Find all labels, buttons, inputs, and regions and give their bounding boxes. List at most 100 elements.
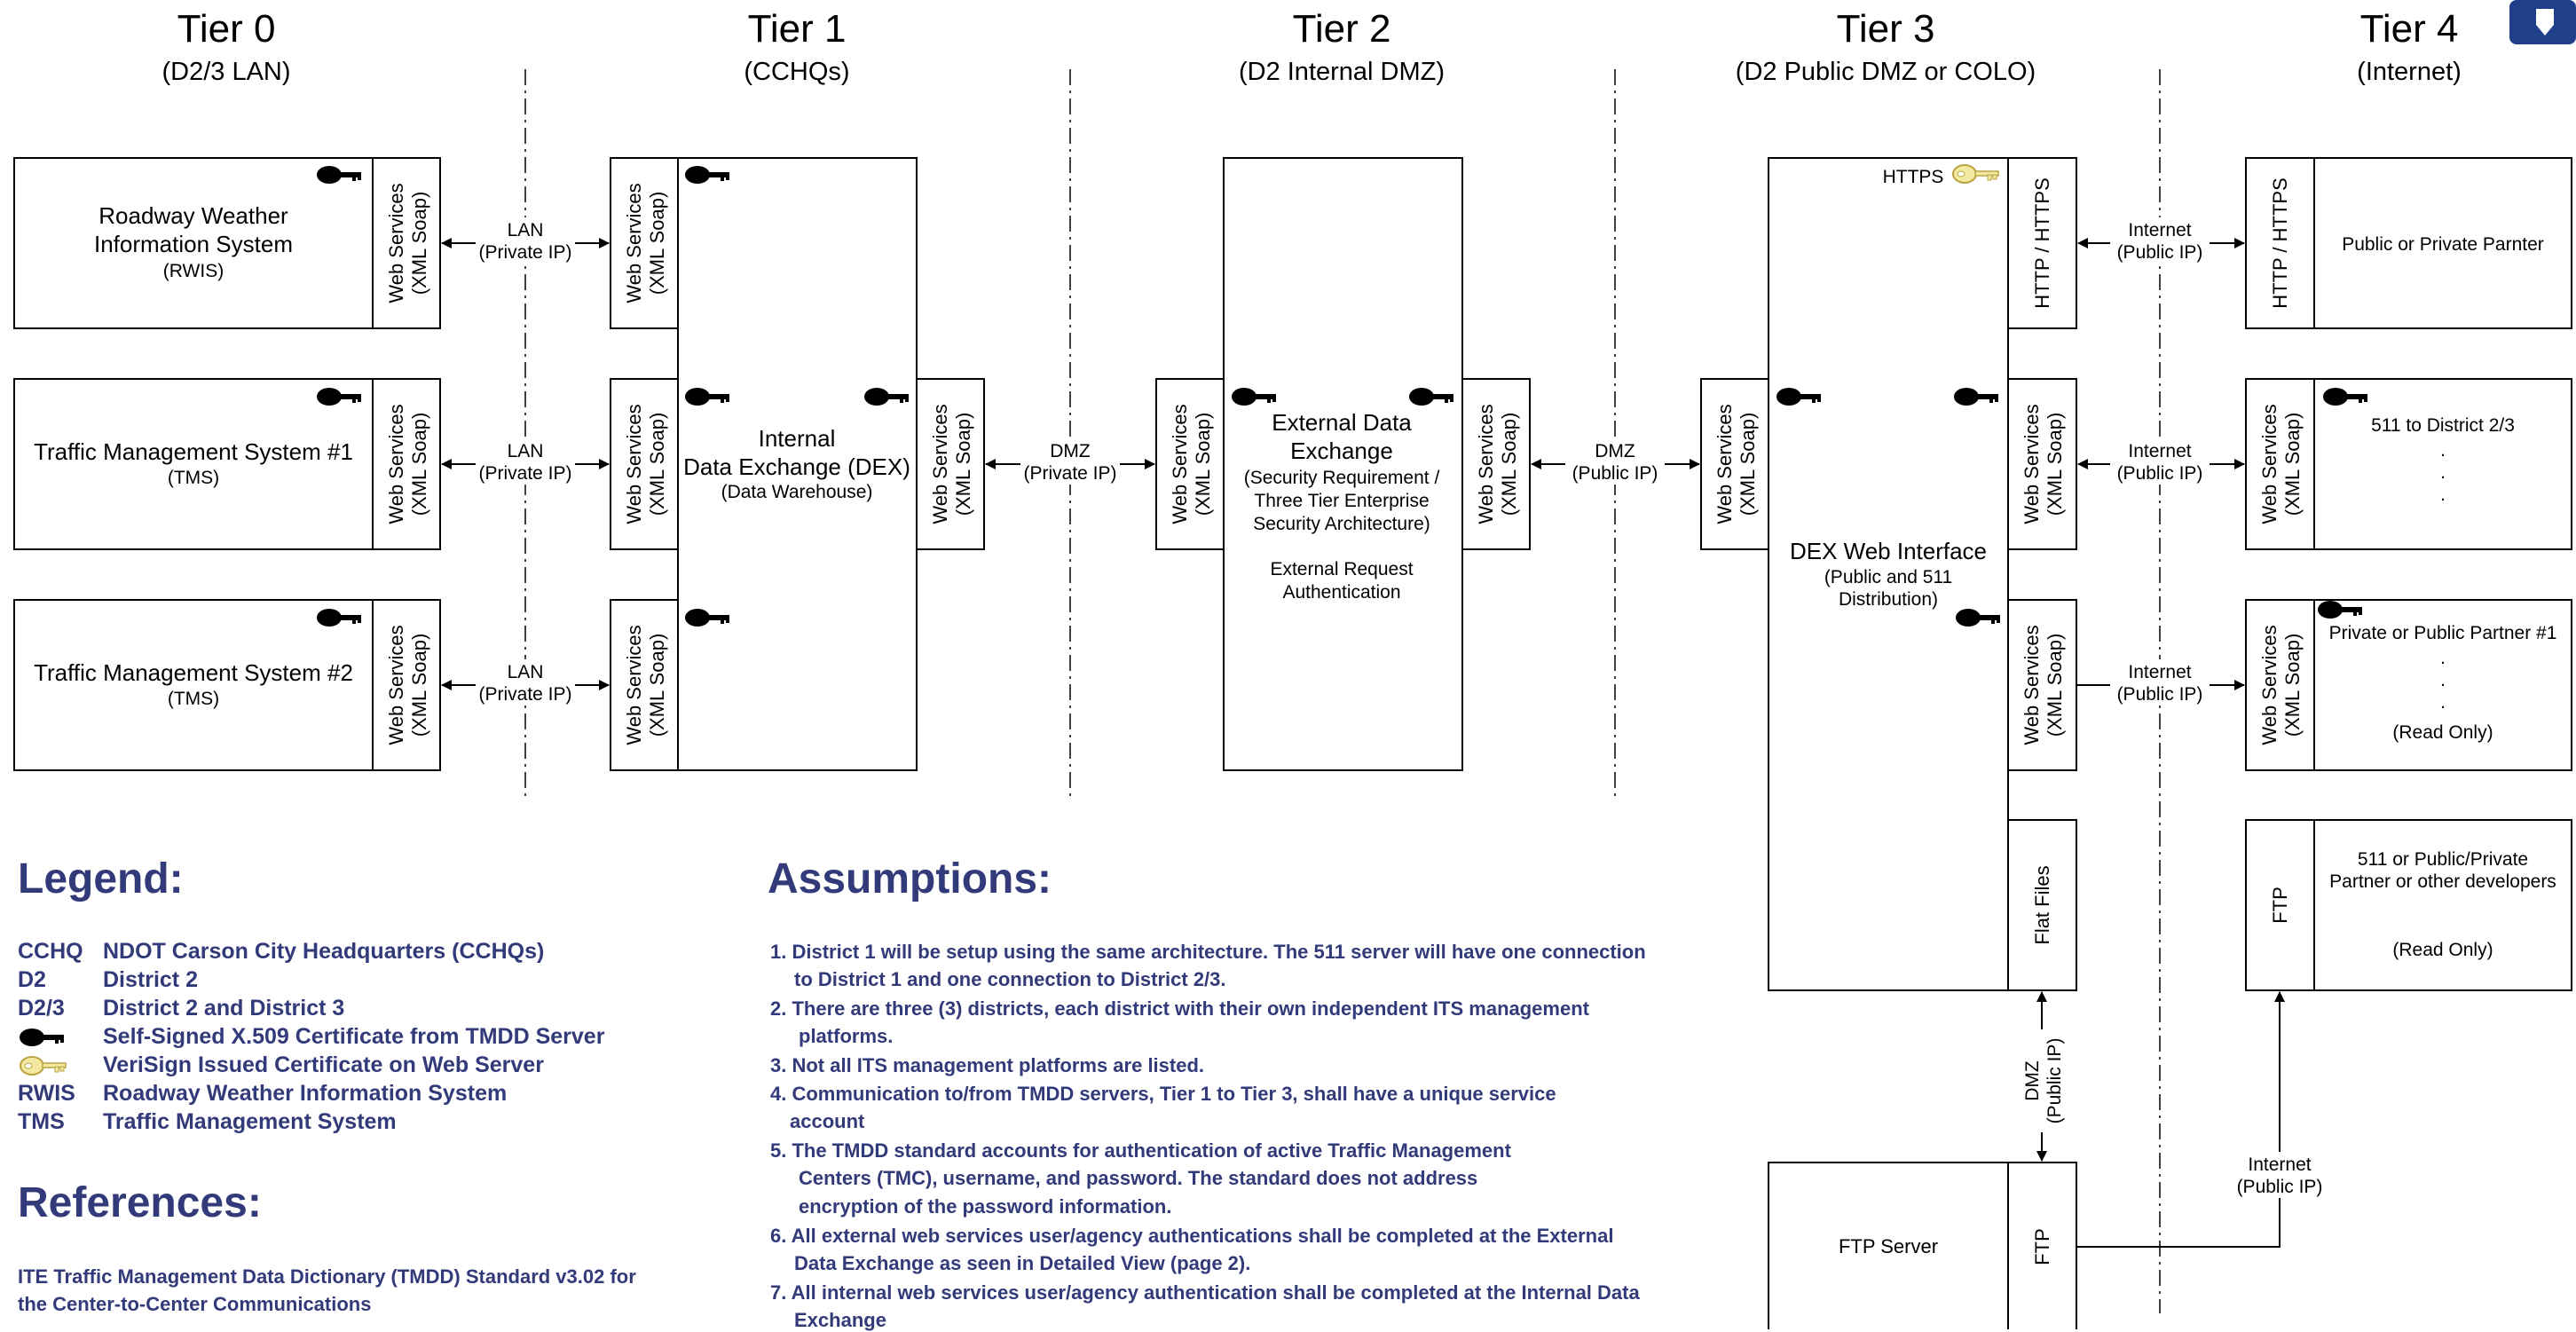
http-label: HTTP / HTTPS — [2269, 177, 2291, 309]
t4-dot: . — [2440, 440, 2446, 461]
assumption-line: 7. All internal web services user/agency… — [770, 1281, 1640, 1304]
web-ws-out-1 — [2007, 378, 2077, 550]
ws-label: Web Services — [1475, 404, 1497, 524]
assumption-line: Exchange — [794, 1309, 886, 1331]
tier-4-subtitle: (Internet) — [2357, 58, 2462, 86]
legend-abbr: CCHQ — [18, 939, 83, 964]
ws-label: Web Services — [2258, 625, 2281, 745]
ws-label-sub: (XML Soap) — [2044, 413, 2066, 516]
assumptions-title: Assumptions: — [768, 855, 1052, 902]
ws-label-sub: (XML Soap) — [1498, 413, 1520, 516]
ext-ws-out — [1461, 378, 1531, 550]
dmz-sub-label: (Public IP) — [1572, 463, 1658, 484]
web-line-3: Distribution) — [1839, 589, 1938, 610]
https-label: HTTPS — [1883, 167, 1944, 187]
assumption-line: 1. District 1 will be setup using the sa… — [770, 941, 1646, 963]
ws-label-sub: (XML Soap) — [408, 413, 430, 516]
internet-sub-label: (Public IP) — [2117, 463, 2203, 484]
ws-label-sub: (XML Soap) — [2281, 413, 2304, 516]
ext-line-6: External Request — [1270, 559, 1413, 579]
t4-http-box — [2245, 157, 2315, 329]
tier-2-title: Tier 2 — [1293, 7, 1391, 51]
web-line-2: (Public and 511 — [1824, 567, 1952, 587]
legend-text: District 2 — [103, 967, 198, 992]
ws-label-sub: (XML Soap) — [1192, 413, 1214, 516]
t4-ws-1 — [2245, 378, 2315, 550]
legend-text: NDOT Carson City Headquarters (CCHQs) — [103, 939, 545, 964]
lan-label: LAN — [508, 662, 544, 682]
internet-sub-label: (Public IP) — [2237, 1177, 2323, 1197]
rwis-box — [13, 157, 374, 329]
assumption-line: 6. All external web services user/agency… — [770, 1225, 1614, 1247]
legend-abbr: TMS — [18, 1109, 65, 1134]
ws-label: Web Services — [1169, 404, 1191, 524]
ws-label: Web Services — [385, 625, 407, 745]
tms2-line-2: (TMS) — [168, 689, 219, 709]
ws-label-sub: (XML Soap) — [408, 634, 430, 737]
tier-1-subtitle: (CCHQs) — [744, 58, 849, 86]
rwis-ws-box — [372, 157, 441, 329]
reference-line: the Center-to-Center Communications — [18, 1293, 372, 1315]
t4-read-only: (Read Only) — [2392, 722, 2493, 743]
t4-dot: . — [2440, 692, 2446, 713]
ftp-label: FTP — [2031, 1228, 2053, 1265]
t4-dot: . — [2440, 485, 2446, 505]
assumption-line: 5. The TMDD standard accounts for authen… — [770, 1139, 1511, 1162]
internet-sub-label: (Public IP) — [2117, 242, 2203, 263]
assumption-line: 3. Not all ITS management platforms are … — [770, 1054, 1205, 1076]
legend-text: District 2 and District 3 — [103, 996, 345, 1021]
t4-dot: . — [2440, 670, 2446, 690]
assumption-line: 4. Communication to/from TMDD servers, T… — [770, 1083, 1556, 1105]
ext-line-4: Three Tier Enterprise — [1254, 491, 1429, 511]
dex-ws-in-3 — [610, 599, 679, 771]
tms1-ws-box — [372, 378, 441, 550]
ws-label-sub: (XML Soap) — [2044, 634, 2066, 737]
tier-0-title: Tier 0 — [177, 7, 276, 51]
ws-label-sub: (XML Soap) — [646, 634, 668, 737]
assumption-line: account — [790, 1110, 865, 1132]
ext-box — [1223, 157, 1463, 771]
t4-partner1-box — [2313, 599, 2572, 771]
rwis-line-3: (RWIS) — [163, 261, 224, 281]
legend-text: Traffic Management System — [103, 1109, 397, 1134]
lan-label: LAN — [508, 441, 544, 461]
tier-3-title: Tier 3 — [1837, 7, 1935, 51]
ext-line-2: Exchange — [1290, 437, 1393, 464]
t4-ws-2 — [2245, 599, 2315, 771]
ws-label-sub: (XML Soap) — [646, 192, 668, 296]
dmz-label: DMZ — [1595, 441, 1635, 461]
web-ws-out-2 — [2007, 599, 2077, 771]
legend-title: Legend: — [18, 855, 184, 902]
t4-dev-line-3: (Read Only) — [2392, 940, 2493, 960]
web-line-1: DEX Web Interface — [1790, 538, 1987, 564]
legend-text: VeriSign Issued Certificate on Web Serve… — [103, 1052, 544, 1077]
ftp-server-label: FTP Server — [1839, 1235, 1938, 1257]
dex-line-3: (Data Warehouse) — [721, 482, 873, 502]
flat-files-label: Flat Files — [2031, 865, 2053, 944]
http-label: HTTP / HTTPS — [2031, 177, 2053, 309]
t4-partner1-label: Private or Public Partner #1 — [2329, 623, 2557, 643]
ws-label: Web Services — [2021, 625, 2043, 745]
ext-line-1: External Data — [1272, 409, 1412, 436]
legend-item: Self-Signed X.509 Certificate from TMDD … — [18, 1024, 604, 1050]
assumption-line: encryption of the password information. — [799, 1195, 1172, 1218]
legend-text: Roadway Weather Information System — [103, 1081, 508, 1106]
ws-label: Web Services — [385, 183, 407, 303]
dmz-label: DMZ — [2022, 1060, 2043, 1101]
tier-1-title: Tier 1 — [748, 7, 847, 51]
ftp-internet-connector — [2076, 991, 2285, 1248]
ws-label: Web Services — [2021, 404, 2043, 524]
ws-label: Web Services — [1713, 404, 1736, 524]
tms2-box — [13, 599, 374, 771]
ftp-server-box — [1768, 1162, 2009, 1329]
ftp-label: FTP — [2269, 887, 2291, 924]
tier-0-subtitle: (D2/3 LAN) — [161, 58, 290, 86]
t4-d23-label: 511 to District 2/3 — [2371, 415, 2515, 436]
ws-label: Web Services — [929, 404, 951, 524]
lan-sub-label: (Private IP) — [478, 242, 571, 263]
t4-partner-box — [2313, 157, 2572, 329]
dmz-sub-label: (Private IP) — [1023, 463, 1116, 484]
reference-line: ITE Traffic Management Data Dictionary (… — [18, 1265, 636, 1288]
